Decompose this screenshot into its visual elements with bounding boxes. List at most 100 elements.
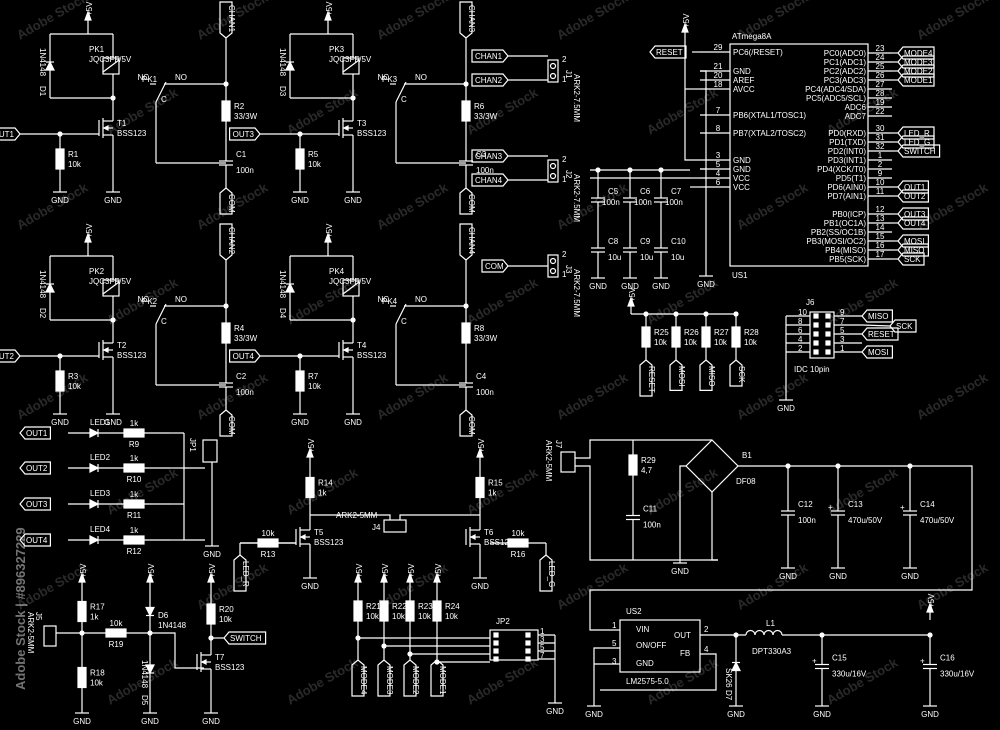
- wire: [155, 81, 167, 103]
- net-out: OUT2: [0, 352, 14, 361]
- pin-number: 7: [716, 106, 721, 115]
- cap-ref: C12: [798, 500, 813, 509]
- watermark-text: Adobe Stock: [824, 274, 901, 327]
- relay-coil: [342, 57, 360, 75]
- net-label: [897, 180, 930, 194]
- pin-number: 2: [562, 155, 567, 164]
- inductor-turn: [763, 629, 774, 636]
- diode: [45, 60, 55, 71]
- resistor-value: 1k: [488, 489, 497, 498]
- net-chan: CHAN1: [227, 5, 236, 33]
- net-label: [897, 243, 930, 257]
- watermark-text: Adobe Stock: [644, 84, 721, 137]
- j5-ref: J5: [34, 612, 43, 621]
- nc-label: NC: [377, 73, 389, 82]
- gnd-label: GND: [727, 710, 745, 719]
- pin-number: 19: [876, 98, 885, 107]
- resistor-value: 10k: [744, 338, 758, 347]
- mosfet-arrow: [342, 347, 349, 353]
- net-out: [229, 127, 261, 141]
- resistor-value: 1k: [130, 526, 139, 535]
- inductor-value: DPT330A3: [752, 647, 792, 656]
- net-label: [897, 216, 930, 230]
- wire: [155, 303, 167, 325]
- resistor-ref: R10: [127, 475, 142, 484]
- resistor-value: 10k: [445, 612, 459, 621]
- gnd-label: GND: [589, 282, 607, 291]
- reg-pin: FB: [680, 649, 690, 658]
- pin-name: PD5(T1): [836, 174, 867, 183]
- polarity-mark: +: [828, 503, 833, 512]
- pin-number: 5: [612, 639, 617, 648]
- pin-name: PB3(MOSI/OC2): [806, 237, 866, 246]
- net-led-out: [19, 533, 52, 547]
- resistor-ref: R9: [129, 440, 140, 449]
- wire: [575, 439, 633, 459]
- connector-pin: [549, 72, 557, 80]
- pin-number: 2: [562, 250, 567, 259]
- nc-label: NC: [137, 295, 149, 304]
- pin-number: 7: [540, 651, 545, 660]
- resistor: [507, 538, 529, 548]
- led-ref: LED4: [90, 525, 111, 534]
- resistor: [77, 600, 87, 623]
- pin-number: 26: [876, 71, 885, 80]
- diode-ref: D3: [278, 86, 287, 97]
- gnd-label: GND: [344, 418, 362, 427]
- pin-name: PB0(ICP): [832, 210, 866, 219]
- diode-ref: D2: [38, 308, 47, 319]
- diode: [145, 664, 155, 675]
- junction-dot: [595, 167, 601, 173]
- isp-pin: [825, 340, 831, 346]
- net-led-out: OUT4: [26, 536, 48, 545]
- wire: [600, 653, 717, 691]
- net-label: MISO: [904, 246, 924, 255]
- wire: [436, 632, 490, 663]
- diode-value: 1N4148: [38, 270, 47, 299]
- pin-name: PD2(INT0): [828, 147, 867, 156]
- jp1-body: [202, 439, 218, 463]
- pin-number: 2: [562, 55, 567, 64]
- net-reset: [649, 45, 687, 59]
- net-pullup: RESET: [647, 366, 656, 393]
- reg-pin: VIN: [636, 625, 650, 634]
- no-label: NO: [175, 73, 187, 82]
- net-mode: MODE1: [438, 666, 447, 695]
- cap-value: 10u: [640, 253, 653, 262]
- net-label: [861, 327, 899, 341]
- mcu-body: [729, 43, 869, 267]
- resistor-ref: R19: [109, 640, 124, 649]
- pin-number: 1: [562, 75, 567, 84]
- net-switch: SWITCH: [230, 634, 262, 643]
- resistor-value: 1k: [318, 489, 327, 498]
- net-label: [897, 252, 925, 266]
- pin-number: 7: [840, 317, 845, 326]
- resistor-value: 10k: [512, 529, 526, 538]
- resistor-ref: R1: [68, 150, 79, 159]
- jp2-pin: [493, 648, 499, 654]
- gnd-label: GND: [51, 196, 69, 205]
- gnd-label: GND: [73, 717, 91, 726]
- pin-number: 20: [714, 71, 723, 80]
- pin-number: 30: [876, 124, 885, 133]
- reg-ref: US2: [626, 607, 642, 616]
- diode: [285, 282, 295, 293]
- transistor-ref: T6: [484, 528, 494, 537]
- pin-number: 9: [878, 169, 883, 178]
- net-label: MODE4: [904, 49, 933, 58]
- gnd-label: GND: [621, 282, 639, 291]
- resistor: [221, 100, 231, 122]
- watermark-text: Adobe Stock: [374, 369, 451, 422]
- cap-ref: C5: [608, 187, 619, 196]
- isp-type: IDC 10pin: [794, 365, 830, 374]
- relay-model: JQC3FF/5V: [89, 55, 132, 64]
- mosfet-arrow: [469, 534, 476, 540]
- cap-value: 100n: [602, 198, 620, 207]
- wire: [711, 492, 718, 561]
- pin-number: 3: [540, 635, 545, 644]
- net-label: [897, 126, 935, 140]
- watermark-text: Adobe Stock: [734, 559, 811, 612]
- resistor-ref: R3: [68, 372, 79, 381]
- diode-ref: D5: [140, 695, 149, 706]
- c-label: C: [161, 95, 167, 104]
